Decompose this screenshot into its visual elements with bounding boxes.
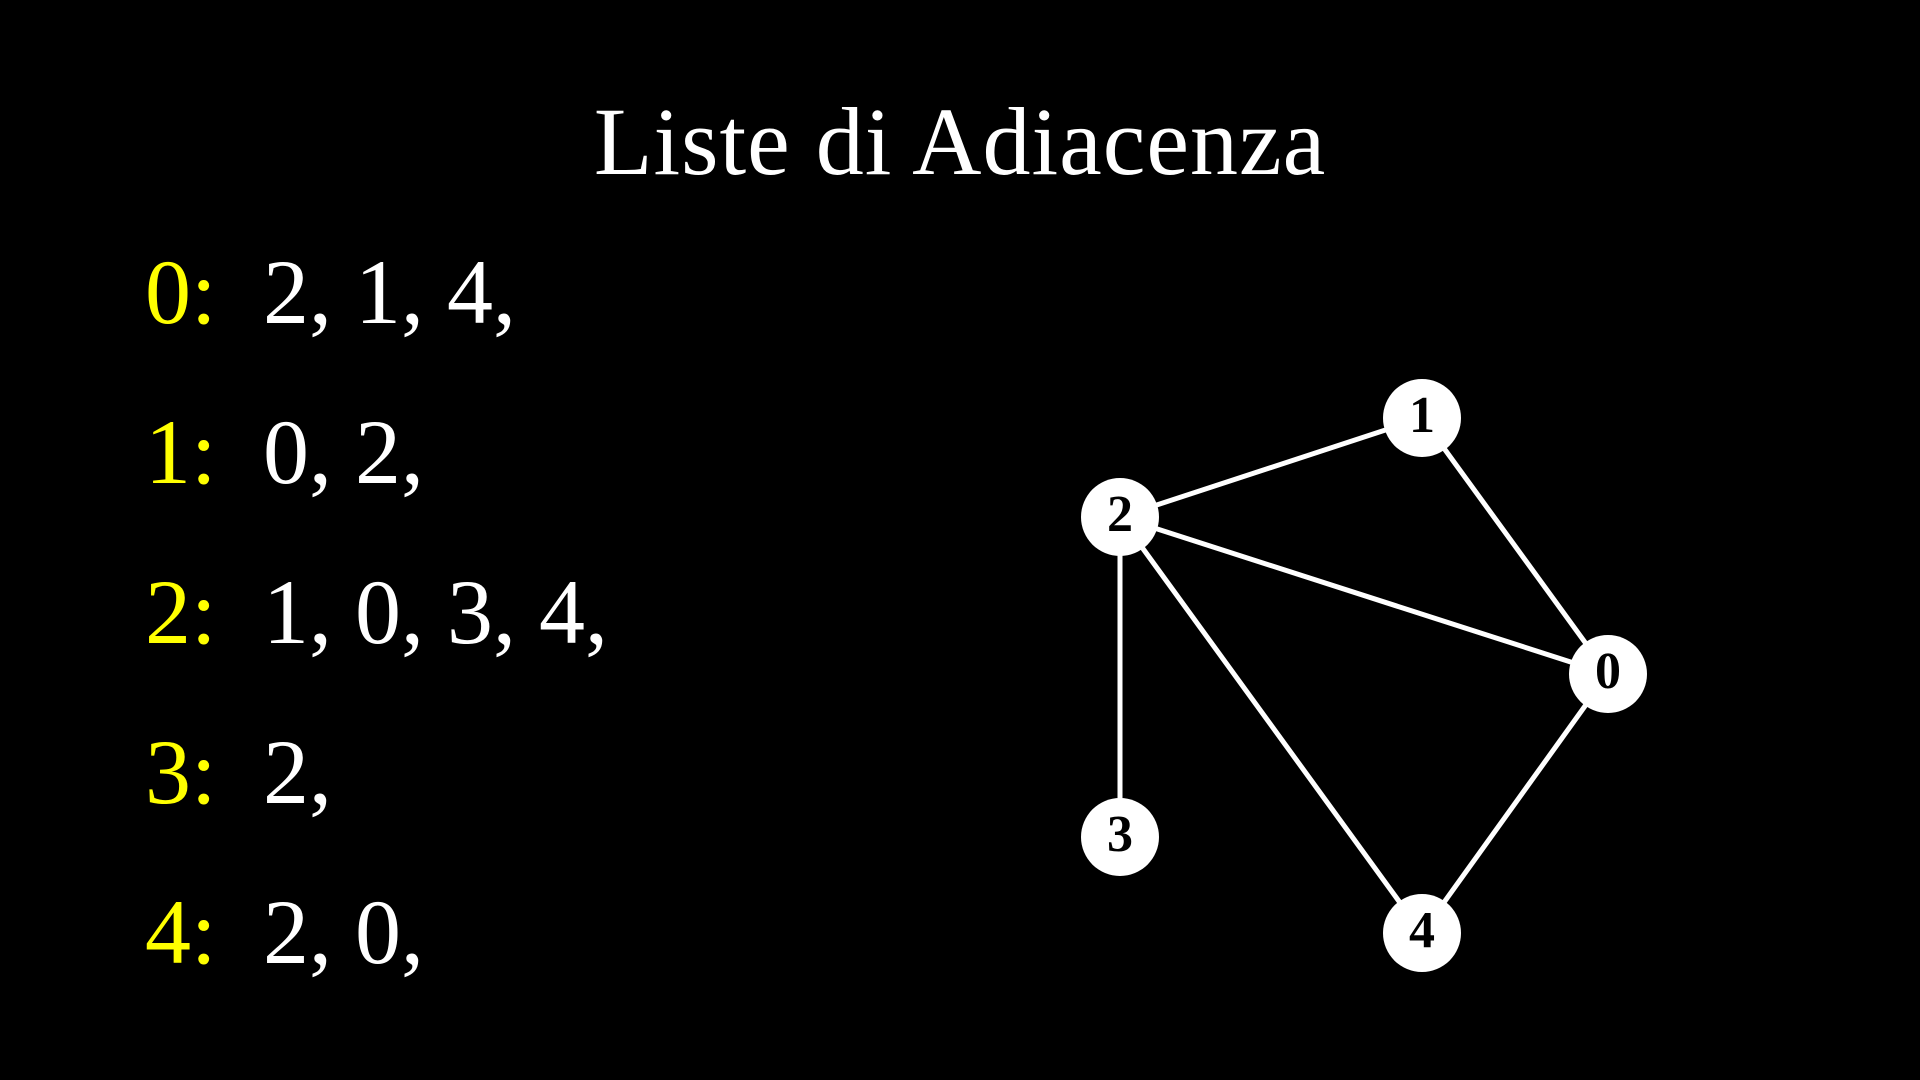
adjacency-row-0: 0: 2, 1, 4, <box>145 232 945 392</box>
graph-edge-0-4 <box>1419 672 1611 935</box>
row-key: 1: <box>145 401 217 503</box>
row-values: 0, 2, <box>263 401 424 503</box>
adjacency-lists: 0: 2, 1, 4, 1: 0, 2, 2: 1, 0, 3, 4, 3: 2, 4:… <box>145 232 945 1032</box>
row-key: 3: <box>145 721 217 823</box>
row-values: 2, <box>263 721 332 823</box>
row-key: 4: <box>145 881 217 983</box>
page-title: Liste di Adiacenza <box>593 88 1327 195</box>
graph-node-4: 4 <box>1383 894 1461 972</box>
graph-node-label: 0 <box>1595 643 1621 700</box>
graph-edge-2-4 <box>1117 515 1425 935</box>
graph-node-label: 2 <box>1107 486 1133 543</box>
graph-edge-1-0 <box>1419 416 1611 676</box>
graph-node-circle <box>1081 478 1159 556</box>
adjacency-row-2: 2: 1, 0, 3, 4, <box>145 552 945 712</box>
row-key: 0: <box>145 241 217 343</box>
graph-edge-2-0 <box>1119 514 1609 677</box>
graph-node-2: 2 <box>1081 478 1159 556</box>
graph-node-circle <box>1383 894 1461 972</box>
row-values: 2, 0, <box>263 881 424 983</box>
graph-diagram: 0 1 2 3 4 <box>1040 360 1700 1000</box>
row-values: 2, 1, 4, <box>263 241 516 343</box>
adjacency-row-3: 3: 2, <box>145 712 945 872</box>
graph-node-1: 1 <box>1383 379 1461 457</box>
graph-node-label: 3 <box>1107 806 1133 863</box>
graph-svg: 0 1 2 3 4 <box>1081 379 1647 972</box>
adjacency-row-4: 4: 2, 0, <box>145 872 945 1032</box>
graph-node-circle <box>1081 798 1159 876</box>
graph-node-label: 4 <box>1409 902 1435 959</box>
row-values: 1, 0, 3, 4, <box>263 561 608 663</box>
graph-node-circle <box>1569 635 1647 713</box>
graph-node-label: 1 <box>1409 387 1435 444</box>
graph-node-0: 0 <box>1569 635 1647 713</box>
graph-edge-2-1 <box>1119 415 1423 520</box>
row-key: 2: <box>145 561 217 663</box>
adjacency-row-1: 1: 0, 2, <box>145 392 945 552</box>
graph-node-3: 3 <box>1081 798 1159 876</box>
graph-node-circle <box>1383 379 1461 457</box>
